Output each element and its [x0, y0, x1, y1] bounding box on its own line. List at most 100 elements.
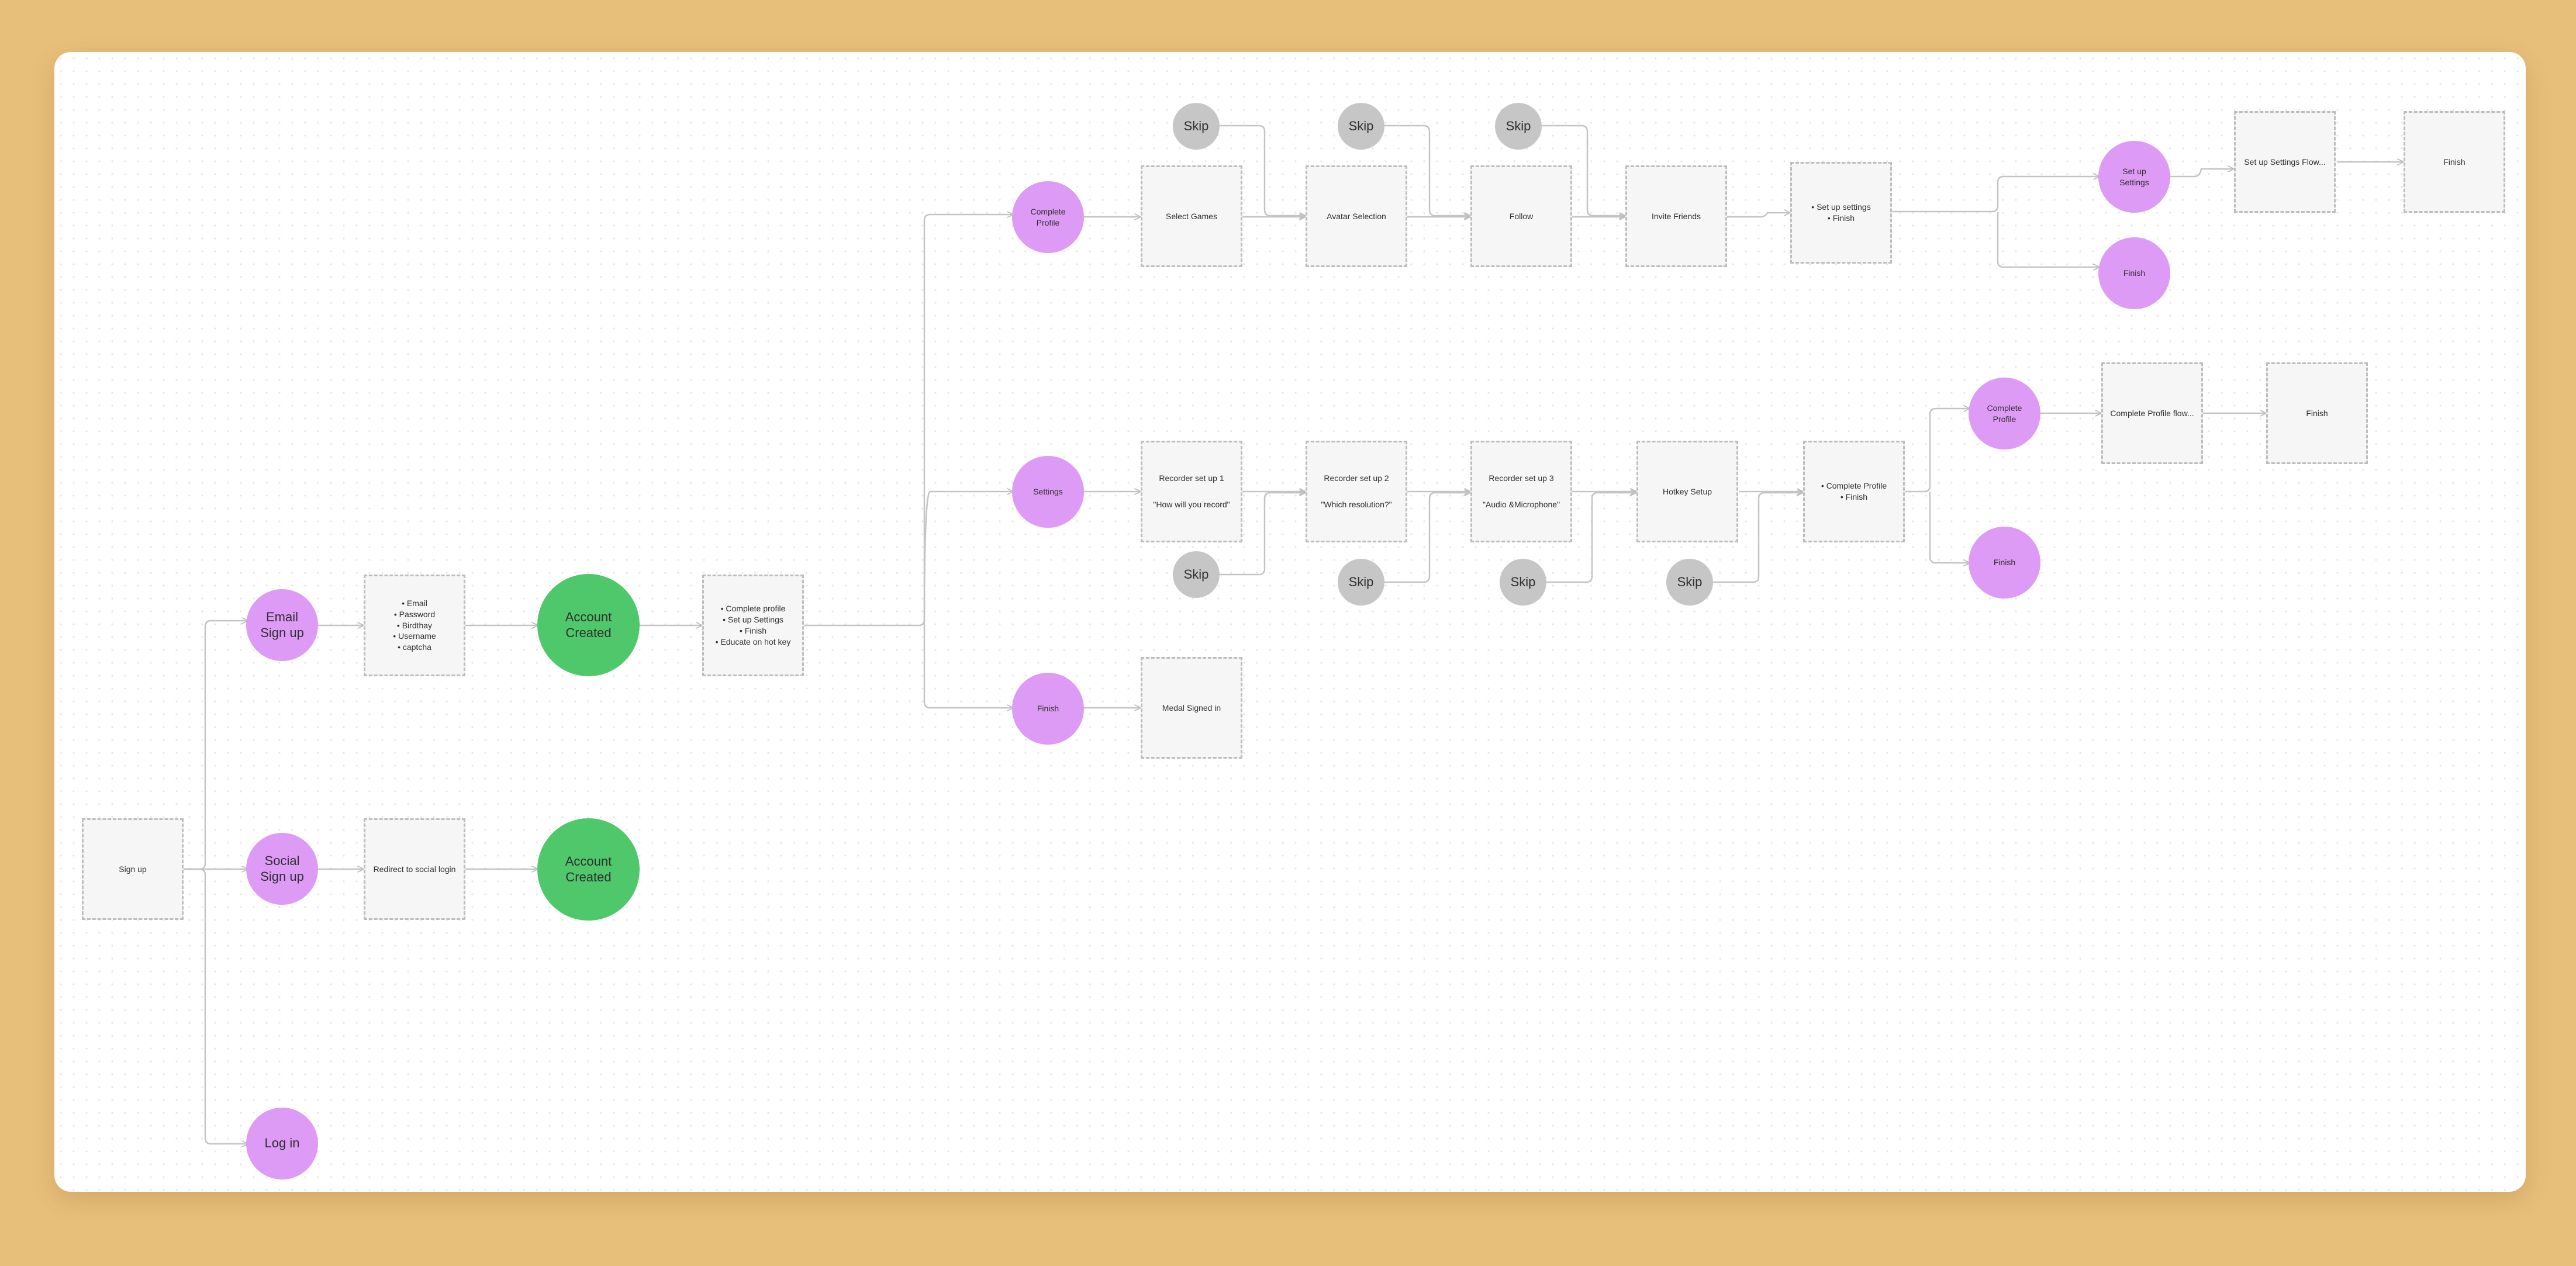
- recorder-setup-2-subtitle: "Which resolution?": [1321, 500, 1392, 509]
- complete-profile-options-box[interactable]: Complete Profile Finish: [1803, 441, 1905, 542]
- recorder-setup-1-title: Recorder set up 1: [1159, 473, 1224, 483]
- avatar-selection-box[interactable]: Avatar Selection: [1306, 165, 1407, 267]
- onboarding-option: Complete profile: [716, 603, 791, 614]
- skip-label: Skip: [1677, 575, 1703, 589]
- account-created-social-node[interactable]: Account Created: [537, 818, 640, 921]
- redirect-social-label: Redirect to social login: [373, 864, 456, 874]
- connector: [923, 492, 1013, 626]
- account-created-label: Account Created: [565, 610, 612, 640]
- recorder-setup-3-box[interactable]: Recorder set up 3 "Audio &Microphone": [1470, 441, 1572, 542]
- login-label: Log in: [264, 1136, 300, 1151]
- skip-button[interactable]: Skip: [1338, 103, 1384, 150]
- finish-top-label: Finish: [2123, 268, 2146, 278]
- complete-profile-option: Complete Profile: [1821, 480, 1887, 492]
- skip-label: Skip: [1183, 567, 1209, 582]
- setup-settings-node[interactable]: Set up Settings: [2098, 141, 2170, 213]
- select-games-box[interactable]: Select Games: [1141, 165, 1242, 267]
- connector: [1905, 409, 1969, 493]
- setup-settings-flow-box[interactable]: Set up Settings Flow...: [2234, 111, 2336, 213]
- email-signup-label: Email Sign up: [260, 610, 304, 640]
- skip-label: Skip: [1348, 119, 1374, 133]
- setup-settings-flow-label: Set up Settings Flow...: [2244, 157, 2326, 167]
- recorder-setup-1-box[interactable]: Recorder set up 1 "How will you record": [1141, 441, 1242, 542]
- connector: [923, 625, 1013, 708]
- redirect-social-box[interactable]: Redirect to social login: [364, 818, 465, 920]
- connector: [1220, 124, 1305, 216]
- finish-mid-end-box[interactable]: Finish: [2266, 362, 2368, 464]
- setup-settings-item: Set up settings: [1811, 202, 1871, 213]
- connector: [1929, 492, 1969, 563]
- skip-button[interactable]: Skip: [1173, 103, 1220, 150]
- email-field-item: captcha: [393, 642, 436, 653]
- skip-button[interactable]: Skip: [1500, 559, 1546, 606]
- connector: [1997, 212, 2099, 267]
- connector: [1542, 124, 1625, 216]
- select-games-label: Select Games: [1166, 211, 1217, 221]
- skip-button[interactable]: Skip: [1173, 551, 1220, 598]
- finish-branch-node[interactable]: Finish: [1012, 673, 1084, 745]
- finish-top-end-box[interactable]: Finish: [2404, 111, 2505, 213]
- finish-top-node[interactable]: Finish: [2098, 237, 2170, 309]
- follow-label: Follow: [1509, 211, 1534, 221]
- invite-friends-label: Invite Friends: [1651, 211, 1701, 221]
- recorder-setup-2-box[interactable]: Recorder set up 2 "Which resolution?": [1306, 441, 1407, 542]
- flow-canvas: Sign up Email Sign up Social Sign up Log…: [54, 52, 2526, 1192]
- onboarding-option: Set up Settings: [716, 614, 791, 625]
- account-created-node[interactable]: Account Created: [537, 574, 640, 676]
- setup-settings-box[interactable]: Set up settings Finish: [1790, 162, 1892, 264]
- settings-label: Settings: [1033, 487, 1063, 497]
- setup-settings-item: Finish: [1811, 213, 1870, 224]
- login-node[interactable]: Log in: [246, 1108, 318, 1179]
- connector: [1727, 213, 1790, 218]
- onboarding-option: Finish: [716, 625, 791, 637]
- finish-mid-node[interactable]: Finish: [1969, 527, 2040, 599]
- finish-mid-end-label: Finish: [2306, 408, 2328, 418]
- email-field-item: Email: [393, 598, 436, 609]
- complete-profile-flow-label: Complete Profile flow...: [2110, 408, 2194, 418]
- complete-profile-flow-box[interactable]: Complete Profile flow...: [2101, 362, 2203, 464]
- connector: [1384, 493, 1470, 583]
- invite-friends-box[interactable]: Invite Friends: [1625, 165, 1727, 267]
- complete-profile-node[interactable]: Complete Profile: [1012, 181, 1084, 253]
- email-field-item: Username: [393, 631, 436, 642]
- account-created-social-label: Account Created: [565, 854, 612, 884]
- skip-label: Skip: [1505, 119, 1531, 133]
- follow-box[interactable]: Follow: [1470, 165, 1572, 267]
- email-fields-box[interactable]: Email Password Birdthay Username captcha: [364, 575, 465, 676]
- setup-settings-list: Set up settings Finish: [1811, 202, 1871, 224]
- email-signup-node[interactable]: Email Sign up: [246, 589, 318, 661]
- skip-button[interactable]: Skip: [1495, 103, 1542, 150]
- medal-signed-in-label: Medal Signed in: [1162, 703, 1221, 712]
- finish-branch-label: Finish: [1037, 704, 1059, 714]
- avatar-selection-label: Avatar Selection: [1327, 211, 1386, 221]
- complete-profile-node-2[interactable]: Complete Profile: [1969, 378, 2040, 449]
- connector: [2170, 169, 2233, 178]
- recorder-setup-1-subtitle: "How will you record": [1153, 500, 1230, 509]
- signup-label: Sign up: [119, 864, 147, 874]
- settings-node[interactable]: Settings: [1012, 456, 1084, 528]
- complete-profile-node-2-label: Complete Profile: [1987, 403, 2022, 424]
- email-field-item: Password: [393, 609, 436, 620]
- connector: [803, 215, 1013, 627]
- connector-lines: [183, 124, 2526, 1192]
- email-field-item: Birdthay: [393, 620, 436, 631]
- skip-button[interactable]: Skip: [1338, 559, 1384, 606]
- recorder-setup-3-subtitle: "Audio &Microphone": [1482, 500, 1560, 509]
- finish-mid-label: Finish: [1993, 558, 2016, 568]
- skip-label: Skip: [1183, 119, 1209, 133]
- connector: [1220, 493, 1305, 576]
- recorder-setup-3-title: Recorder set up 3: [1489, 473, 1554, 483]
- medal-signed-in-box[interactable]: Medal Signed in: [1141, 657, 1242, 759]
- skip-button[interactable]: Skip: [1666, 559, 1713, 606]
- onboarding-option: Educate on hot key: [716, 637, 790, 648]
- hotkey-setup-box[interactable]: Hotkey Setup: [1636, 441, 1738, 542]
- email-fields-list: Email Password Birdthay Username captcha: [393, 598, 436, 653]
- connector: [1892, 177, 2099, 213]
- connector: [183, 868, 247, 1144]
- onboarding-options-box[interactable]: Complete profile Set up Settings Finish …: [702, 575, 804, 676]
- connector: [1713, 493, 1802, 583]
- skip-label: Skip: [1510, 575, 1536, 589]
- signup-box[interactable]: Sign up: [82, 818, 184, 920]
- social-signup-label: Social Sign up: [260, 853, 304, 884]
- social-signup-node[interactable]: Social Sign up: [246, 833, 318, 905]
